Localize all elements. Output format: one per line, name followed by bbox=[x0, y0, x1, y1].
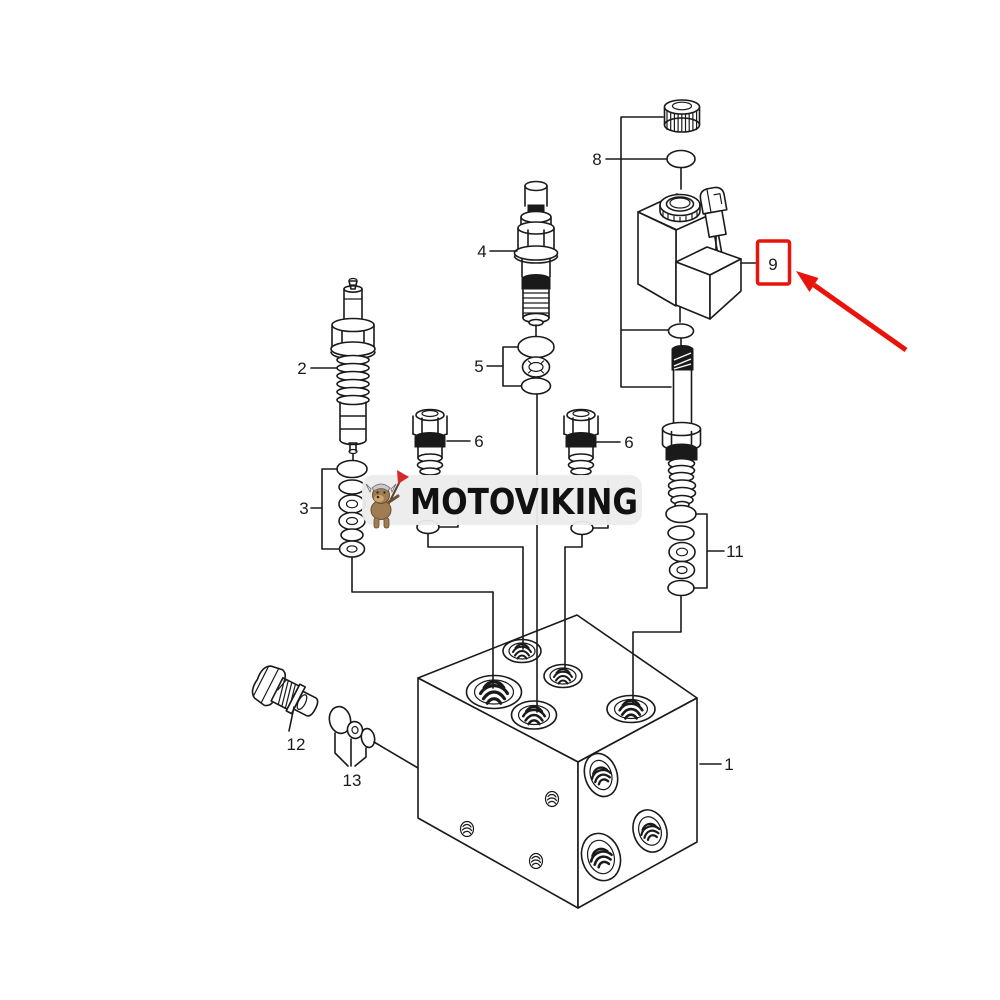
callout-8: 8 bbox=[592, 150, 601, 169]
callout-11: 11 bbox=[726, 542, 744, 561]
callout-2: 2 bbox=[297, 359, 306, 378]
port-leader-lines bbox=[492, 393, 682, 713]
viking-mascot-icon bbox=[365, 470, 409, 529]
seal-stack-11 bbox=[665, 504, 725, 597]
callout-12: 12 bbox=[287, 735, 306, 754]
callout-3: 3 bbox=[299, 499, 308, 518]
o-ring-9 bbox=[667, 323, 695, 339]
coil-ring bbox=[659, 193, 701, 223]
callout-1: 1 bbox=[724, 755, 733, 774]
callout-6-right: 6 bbox=[624, 433, 633, 452]
port-side-1 bbox=[583, 752, 619, 798]
callout-4: 4 bbox=[477, 242, 486, 261]
watermark-brand-text: MOTOVIKING bbox=[410, 482, 638, 523]
callout-6-left: 6 bbox=[474, 432, 483, 451]
pilot-valve bbox=[513, 180, 559, 338]
port-top-b bbox=[543, 663, 583, 689]
connector-plug bbox=[699, 186, 728, 269]
port-side-2 bbox=[580, 832, 622, 882]
callout-9: 9 bbox=[768, 255, 777, 274]
washer-set-13 bbox=[328, 705, 419, 769]
port-top-c bbox=[465, 674, 523, 710]
solenoid-valve-stem bbox=[661, 345, 702, 509]
watermark: MOTOVIKING bbox=[362, 470, 642, 529]
callout-13: 13 bbox=[343, 771, 362, 790]
seal-stack-3 bbox=[321, 459, 494, 593]
spring-coils bbox=[336, 354, 370, 406]
seal-stack-5 bbox=[502, 335, 555, 395]
knurled-cap-nut bbox=[663, 99, 701, 133]
watermark-band bbox=[362, 475, 642, 525]
solenoid-coil bbox=[637, 186, 742, 348]
port-top-e bbox=[606, 694, 656, 724]
highlight-box bbox=[755, 239, 792, 286]
highlight-arrow-tail bbox=[812, 283, 908, 352]
callout-labels: 1 2 3 4 5 6 6 8 9 11 12 13 bbox=[287, 150, 778, 790]
port-top-a bbox=[502, 638, 542, 664]
port-side-3 bbox=[632, 809, 668, 853]
callout-5: 5 bbox=[474, 357, 483, 376]
armature-box bbox=[675, 246, 742, 320]
highlight-annotation bbox=[740, 239, 908, 352]
relief-cartridge bbox=[330, 277, 376, 462]
o-ring-8 bbox=[666, 149, 696, 169]
port-top-d bbox=[510, 700, 558, 730]
cap-nut-group bbox=[620, 99, 701, 388]
valve-block bbox=[417, 614, 722, 909]
plug-12 bbox=[251, 665, 319, 732]
